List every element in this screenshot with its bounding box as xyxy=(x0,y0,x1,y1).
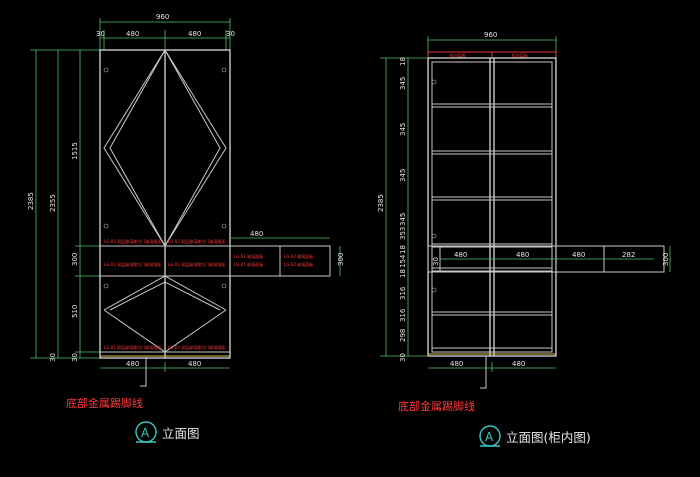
left-offset-a: 30 xyxy=(96,30,105,38)
screw xyxy=(431,79,437,85)
right-drawer-2: 480 xyxy=(516,251,529,259)
right-row-6: 353 xyxy=(399,227,407,240)
right-row-1: 18 xyxy=(399,57,407,66)
right-elevation: 960 柜内层板 柜内层板 xyxy=(377,31,671,447)
right-inner-frame xyxy=(431,61,553,353)
left-shelf-width: 480 xyxy=(250,230,263,238)
left-elevation: 960 30 480 480 30 2385 2355 1515 300 510… xyxy=(27,13,345,443)
right-row-13: 30 xyxy=(399,353,407,362)
left-marker-letter: A xyxy=(141,426,150,440)
screw xyxy=(103,283,109,289)
left-red-label-6: LG-02 双层玻璃推拉门玻璃镜面 xyxy=(168,344,225,350)
left-red-label-3: LG-01 双层玻璃推拉门玻璃镜面 xyxy=(104,261,161,267)
left-title: 立面图 xyxy=(162,426,200,441)
left-col-2: 480 xyxy=(188,30,201,38)
left-col-1: 480 xyxy=(126,30,139,38)
left-lower-bottom-v xyxy=(103,309,227,353)
left-total-width: 960 xyxy=(156,13,169,21)
left-diamond-left xyxy=(103,49,166,247)
right-drawer-height: 300 xyxy=(662,253,670,266)
left-red-label-9: LG-01 玻璃面板 xyxy=(234,261,263,267)
left-diamond-right-b xyxy=(164,49,221,247)
left-h-30: 30 xyxy=(71,353,79,362)
right-drawer-3: 480 xyxy=(572,251,585,259)
right-row-12: 298 xyxy=(399,329,407,342)
right-title: 立面图(柜内图) xyxy=(506,430,591,445)
right-drawer-1: 480 xyxy=(454,251,467,259)
screw xyxy=(221,223,227,229)
screw xyxy=(221,283,227,289)
left-h-outer: 2385 xyxy=(27,192,35,210)
right-row-11: 316 xyxy=(399,308,407,322)
left-diamond-right xyxy=(164,49,227,247)
right-row-9: 18 xyxy=(399,269,407,278)
left-red-label-7: LG-01 玻璃面板 xyxy=(234,253,263,259)
right-row-7: 18 xyxy=(399,245,407,254)
screw xyxy=(221,67,227,73)
left-shelf-height: 300 xyxy=(337,253,345,266)
left-red-label-5: LG-01 双层玻璃推拉门玻璃镜面 xyxy=(104,344,161,350)
right-bottom-1: 480 xyxy=(450,360,463,368)
left-h-second: 2355 xyxy=(49,194,57,212)
right-row-5: 345 xyxy=(399,213,407,226)
right-cabinet-frame xyxy=(427,57,557,357)
left-lower-top-v xyxy=(103,275,227,311)
left-note: 底部金属踢脚线 xyxy=(66,396,143,410)
right-h-outer: 2385 xyxy=(377,194,385,212)
left-leader xyxy=(140,357,147,387)
right-row-3: 345 xyxy=(399,123,407,136)
left-red-label-2: LG-02 双层玻璃推拉门玻璃镜面 xyxy=(168,238,225,244)
screw xyxy=(103,67,109,73)
left-red-label-1: LG-01 双层玻璃推拉门玻璃镜面 xyxy=(104,238,161,244)
left-h-1515: 1515 xyxy=(71,142,79,160)
left-h-30b: 30 xyxy=(49,353,57,362)
left-bottom-1: 480 xyxy=(126,360,139,368)
right-total-width: 960 xyxy=(484,31,497,39)
left-red-label-8: LG-02 玻璃面板 xyxy=(284,253,313,259)
screw xyxy=(431,287,437,293)
left-offset-b: 30 xyxy=(226,30,235,38)
screw xyxy=(431,233,437,239)
right-marker-letter: A xyxy=(485,430,494,444)
right-row-8: 154 xyxy=(399,254,407,268)
screw xyxy=(103,223,109,229)
right-bottom-2: 480 xyxy=(512,360,525,368)
left-lower-inner xyxy=(109,281,221,311)
left-red-label-10: LG-02 玻璃面板 xyxy=(284,261,313,267)
right-header-1: 柜内层板 xyxy=(450,52,466,58)
right-header-2: 柜内层板 xyxy=(512,52,528,58)
right-drawer-4: 282 xyxy=(622,251,635,259)
left-h-300: 300 xyxy=(71,253,79,266)
right-drawer-30: 30 xyxy=(432,257,440,266)
left-red-label-4: LG-02 双层玻璃推拉门玻璃镜面 xyxy=(168,261,225,267)
right-drawer-strip xyxy=(427,245,665,273)
right-note: 底部金属踢脚线 xyxy=(398,399,475,413)
left-h-510: 510 xyxy=(71,305,79,318)
right-leader xyxy=(480,356,487,389)
right-row-2: 345 xyxy=(399,77,407,90)
right-shelves xyxy=(432,103,552,349)
left-bottom-2: 480 xyxy=(188,360,201,368)
left-diamond-left-b xyxy=(109,49,166,247)
right-row-10: 316 xyxy=(399,286,407,300)
right-row-4: 345 xyxy=(399,169,407,182)
